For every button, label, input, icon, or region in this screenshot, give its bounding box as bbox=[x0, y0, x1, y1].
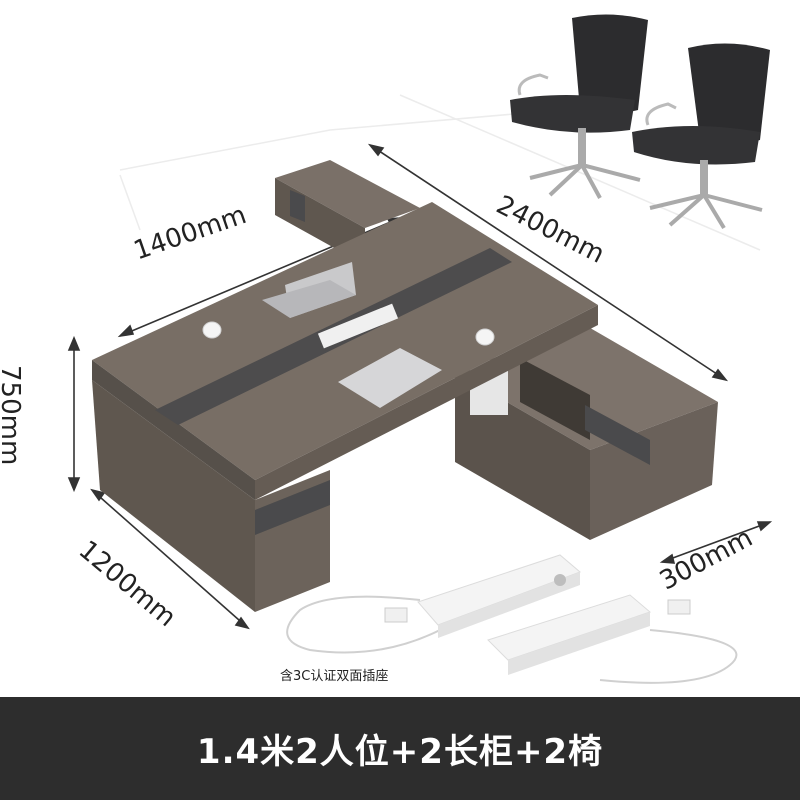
background-lines bbox=[119, 94, 761, 251]
power-strips bbox=[286, 554, 738, 684]
rear-pedestal bbox=[275, 160, 420, 265]
dim-line-1200 bbox=[91, 489, 249, 629]
laptop-front bbox=[338, 348, 442, 408]
footer-banner: 1.4米2人位+2长柜+2椅 bbox=[0, 697, 800, 800]
office-chair-left bbox=[510, 14, 648, 199]
dimension-lines bbox=[67, 143, 773, 630]
footer-title: 1.4米2人位+2长柜+2椅 bbox=[196, 732, 604, 772]
dim-line-2400 bbox=[369, 144, 727, 381]
office-chair-right bbox=[632, 43, 770, 230]
desk-accessories bbox=[202, 262, 495, 408]
power-port-strip bbox=[317, 303, 399, 349]
cup-left bbox=[202, 321, 222, 339]
cup-right bbox=[475, 328, 495, 346]
height-dimension-label: 750mm bbox=[0, 365, 25, 466]
dim-line-300 bbox=[661, 521, 771, 563]
socket-caption: 含3C认证双面插座 bbox=[280, 669, 389, 684]
